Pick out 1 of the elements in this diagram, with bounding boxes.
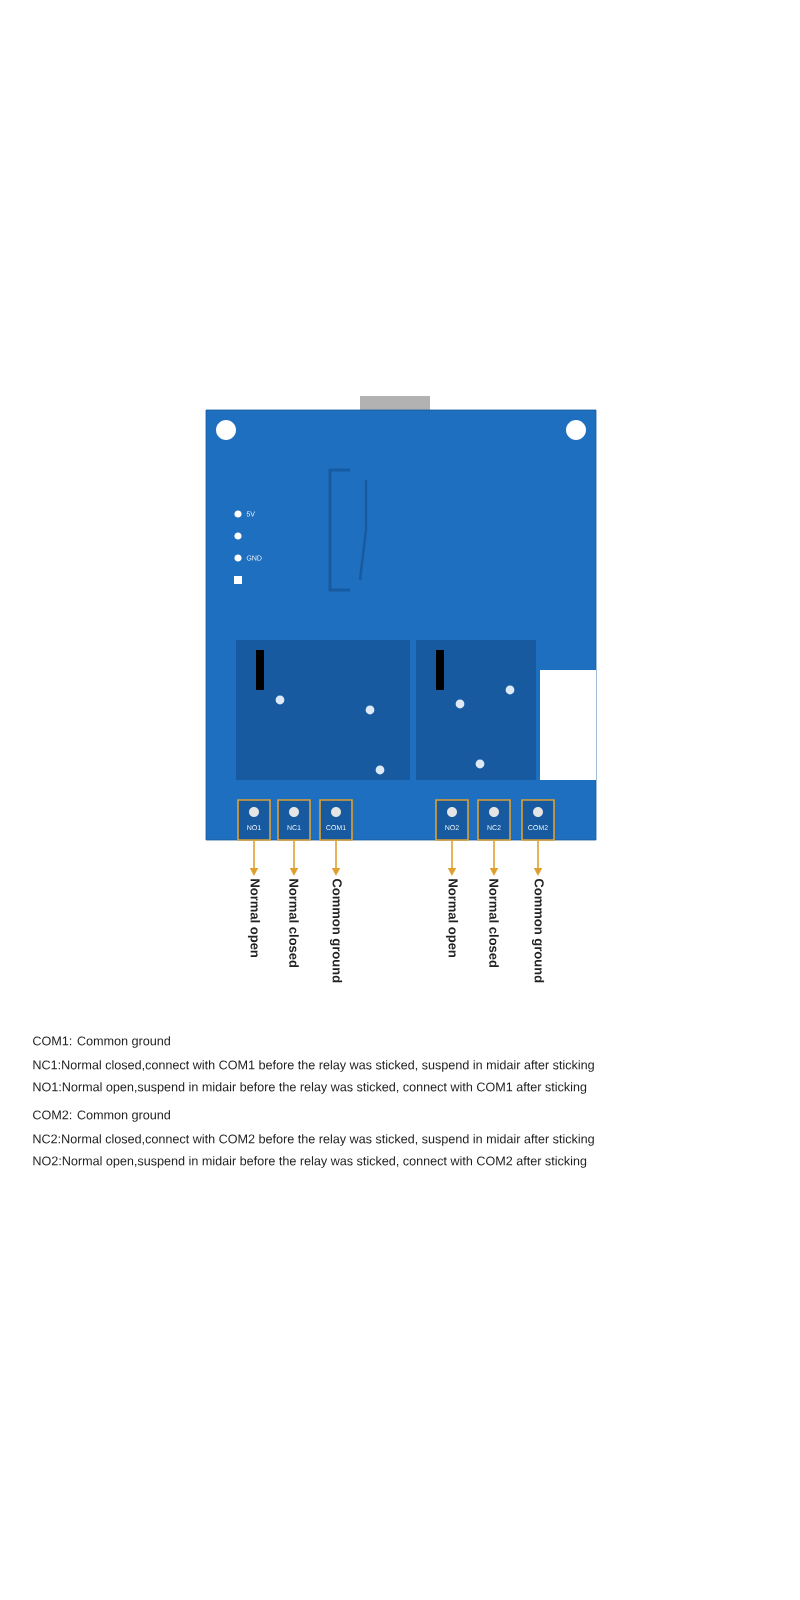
pcb-drawing <box>205 396 597 841</box>
